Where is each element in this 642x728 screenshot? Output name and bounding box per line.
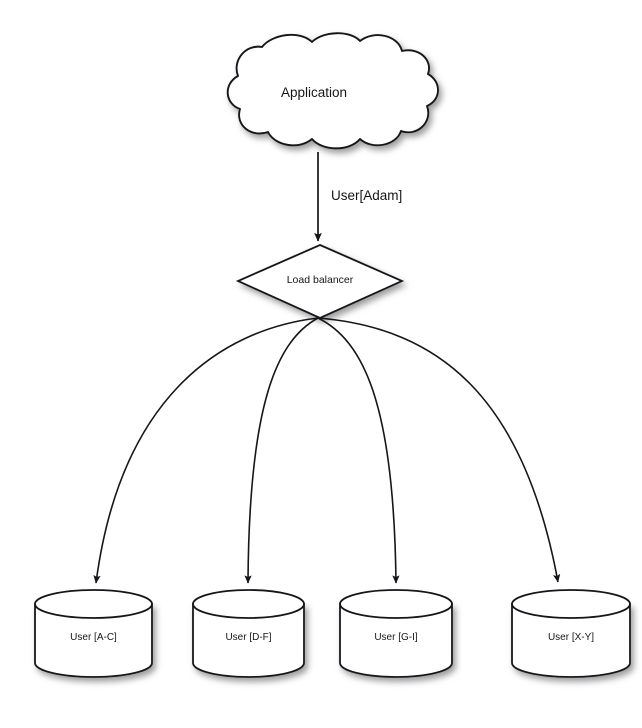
cylinder-top xyxy=(511,589,631,619)
cylinder-body xyxy=(339,603,453,678)
cylinder-body xyxy=(511,603,631,678)
cylinder-body xyxy=(34,603,153,678)
database-node-1[interactable] xyxy=(192,589,305,678)
database-node-2[interactable] xyxy=(339,589,453,678)
edge-balancer-to-shard-2 xyxy=(317,317,400,584)
edge-balancer-to-shard-3 xyxy=(317,317,561,583)
edge-balancer-to-shard-1 xyxy=(244,317,319,584)
database-node-3[interactable] xyxy=(511,589,631,678)
diamond-shape xyxy=(235,244,405,319)
cloud-shape xyxy=(226,32,439,150)
cylinder-top xyxy=(192,589,305,619)
cloud-node[interactable] xyxy=(226,32,439,150)
edge-curve xyxy=(244,317,319,584)
diamond-node[interactable] xyxy=(235,244,405,319)
edge-curve xyxy=(317,317,561,583)
cylinder-top xyxy=(339,589,453,619)
cylinder-body xyxy=(192,603,305,678)
database-node-0[interactable] xyxy=(34,589,153,678)
edge-balancer-to-shard-0 xyxy=(93,317,319,584)
cylinder-top xyxy=(34,589,153,619)
edge-curve xyxy=(317,317,400,584)
edge-curve xyxy=(93,317,319,584)
